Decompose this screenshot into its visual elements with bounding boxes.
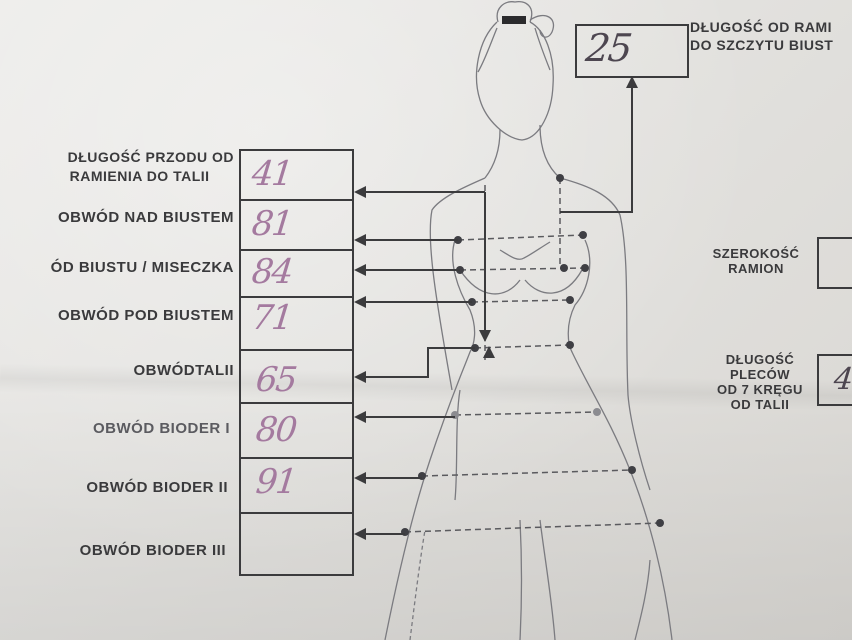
row-label-above-bust: OBWÓD NAD BIUSTEM	[58, 209, 234, 226]
row-label-hips-1: OBWÓD BIODER I	[93, 420, 230, 437]
row-label-waist: OBWÓDTALII	[133, 362, 234, 379]
value-waist: 65	[253, 360, 298, 400]
header-line-2: DO SZCZYTU BIUST	[690, 37, 834, 53]
back-length-line-1: DŁUGOŚĆ	[725, 352, 795, 367]
header-label: DŁUGOŚĆ OD RAMI DO SZCZYTU BIUST	[690, 18, 833, 54]
value-bust-cup: 84	[249, 252, 294, 292]
row-label-hips-2: OBWÓD BIODER II	[86, 479, 228, 496]
figure-outline	[384, 0, 673, 640]
measurement-table	[239, 149, 354, 576]
value-front-length: 41	[249, 154, 294, 194]
header-line-1: DŁUGOŚĆ OD RAMI	[690, 19, 833, 35]
measurement-dashes	[404, 178, 661, 533]
value-hips-2: 91	[253, 462, 298, 502]
row-label-front-length: DŁUGOŚĆ PRZODU OD RAMIENIA DO TALII	[68, 148, 234, 186]
value-under-bust: 71	[249, 298, 294, 338]
shoulder-width-line-2: RAMION	[728, 261, 784, 276]
back-length-line-2: PLECÓW	[729, 367, 791, 382]
arrow-heads	[354, 76, 638, 540]
value-hips-1: 80	[253, 410, 298, 450]
shoulder-width-line-1: SZEROKOŚĆ	[712, 246, 800, 261]
row-label-bust-cup: ÓD BIUSTU / MISECZKA	[50, 259, 234, 276]
back-length-label: DŁUGOŚĆ PLECÓW OD 7 KRĘGU OD TALII	[706, 352, 814, 412]
header-value: 25	[583, 26, 633, 70]
shoulder-width-label: SZEROKOŚĆ RAMION	[700, 246, 812, 276]
shoulder-width-box	[817, 237, 852, 289]
row-label-hips-3: OBWÓD BIODER III	[79, 542, 226, 559]
back-length-line-4: OD TALII	[730, 397, 790, 412]
back-length-box	[817, 354, 852, 406]
measurement-points	[401, 174, 664, 536]
row-label-front-length-line-1: DŁUGOŚĆ PRZODU OD	[67, 149, 234, 165]
row-label-under-bust: OBWÓD POD BIUSTEM	[58, 307, 234, 324]
value-above-bust: 81	[249, 204, 294, 244]
row-label-front-length-line-2: RAMIENIA DO TALII	[69, 168, 210, 184]
back-length-line-3: OD 7 KRĘGU	[717, 382, 803, 397]
measurement-arrows	[360, 82, 633, 535]
back-length-value: 4	[832, 362, 852, 397]
